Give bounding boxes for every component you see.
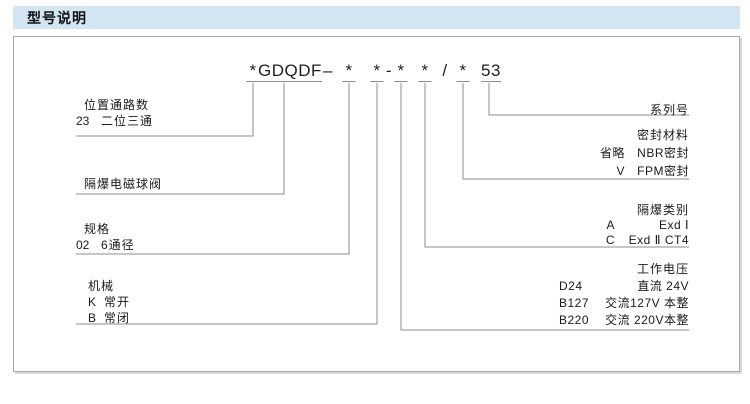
code-value: B220 xyxy=(559,313,590,327)
connector-line-mechanical xyxy=(76,83,378,325)
code-row: K 常开 xyxy=(76,294,130,310)
code-description: NBR密封 xyxy=(637,146,689,160)
label-section-position-channels: 位置通路数 23 二位三通 xyxy=(76,97,153,129)
model-part-asterisk-1: * xyxy=(246,62,260,82)
code-value: 省略 xyxy=(599,146,625,160)
label-section-series: 系列号 xyxy=(650,101,689,118)
section-title: 系列号 xyxy=(649,103,689,117)
code-description: 常开 xyxy=(104,295,131,309)
code-row: B 常闭 xyxy=(76,310,130,326)
code-row: C Exd Ⅱ CT4 xyxy=(606,233,689,248)
code-value: V xyxy=(616,164,625,178)
code-value: 02 xyxy=(76,238,90,252)
model-part-asterisk-5: * xyxy=(418,62,432,82)
section-title: 规格 xyxy=(84,222,111,236)
code-description: FPM密封 xyxy=(637,164,689,178)
code-description: 6通径 xyxy=(101,238,135,252)
code-description: 二位三通 xyxy=(101,114,154,128)
code-description: Exd Ⅱ CT4 xyxy=(628,233,689,247)
code-row: D24 直流 24V xyxy=(559,278,689,295)
code-description: 交流127V 本整 xyxy=(605,296,689,310)
code-value: A xyxy=(606,218,615,232)
model-part-prefix: GDQDF xyxy=(258,61,322,82)
model-part-series-number: 53 xyxy=(481,61,501,82)
code-row: V FPM密封 xyxy=(600,162,689,180)
code-description: 常闭 xyxy=(104,311,131,325)
page-title: 型号说明 xyxy=(27,9,87,26)
section-title: 隔爆电磁球阀 xyxy=(84,177,163,191)
connector-line-exd-class xyxy=(424,83,689,248)
model-part-asterisk-2: * xyxy=(342,62,356,82)
label-section-exd-class: 隔爆类别 A Exd Ⅰ C Exd Ⅱ CT4 xyxy=(606,203,689,248)
section-title: 工作电压 xyxy=(636,262,689,276)
connector-line-voltage xyxy=(400,83,689,331)
connector-lines xyxy=(76,83,689,331)
label-section-voltage: 工作电压 D24 直流 24V B127 交流127V 本整 B220 交流 220V… xyxy=(559,261,689,329)
label-section-mechanical: 机械 K 常开 B 常闭 xyxy=(76,278,130,326)
model-part-asterisk-4: * xyxy=(394,62,408,82)
connector-line-seal-material xyxy=(462,83,689,180)
section-title: 隔爆类别 xyxy=(636,203,689,217)
code-value: D24 xyxy=(559,279,583,293)
model-part-slash: / xyxy=(442,61,448,80)
code-description: 直流 24V xyxy=(637,279,689,293)
connector-line-position-channels xyxy=(76,83,254,137)
model-part-asterisk-6: * xyxy=(456,62,470,82)
code-description: Exd Ⅰ xyxy=(658,218,689,232)
code-row: B127 交流127V 本整 xyxy=(559,295,689,312)
model-part-dash-1: – xyxy=(323,61,333,80)
code-row: A Exd Ⅰ xyxy=(606,218,689,233)
label-section-valve-type: 隔爆电磁球阀 xyxy=(76,176,162,192)
code-value: B xyxy=(88,311,97,325)
code-row: 02 6通径 xyxy=(76,237,135,253)
code-value: K xyxy=(88,295,97,309)
label-section-spec: 规格 02 6通径 xyxy=(76,221,135,253)
connector-line-series xyxy=(488,83,689,116)
section-title: 位置通路数 xyxy=(84,98,150,112)
section-header-bar: 型号说明 xyxy=(13,6,740,29)
section-title: 机械 xyxy=(88,279,115,293)
code-row: 省略 NBR密封 xyxy=(600,144,689,162)
code-description: 交流 220V本整 xyxy=(605,313,689,327)
label-section-seal-material: 密封材料 省略 NBR密封 V FPM密封 xyxy=(600,126,689,180)
code-value: 23 xyxy=(76,114,90,128)
code-value: C xyxy=(605,233,615,247)
model-part-asterisk-3: * xyxy=(370,62,384,82)
section-title: 密封材料 xyxy=(636,128,689,142)
code-row: B220 交流 220V本整 xyxy=(559,312,689,329)
model-part-dash-2: - xyxy=(385,61,393,80)
connector-line-valve-type xyxy=(76,83,285,195)
code-row: 23 二位三通 xyxy=(76,113,153,129)
connector-line-spec xyxy=(76,83,350,255)
code-value: B127 xyxy=(559,296,590,310)
